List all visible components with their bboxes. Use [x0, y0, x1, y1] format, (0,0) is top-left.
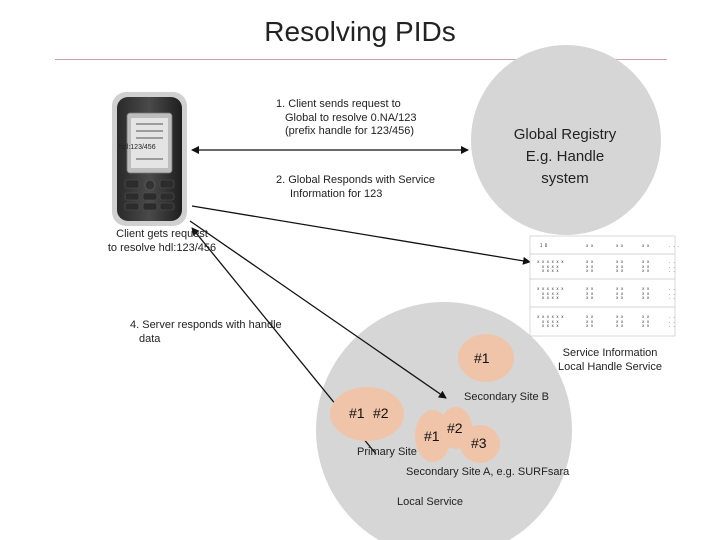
- secondary-a-node-1-label: #1: [424, 428, 440, 444]
- service-info-label: Service Information Local Handle Service: [548, 347, 672, 374]
- table-header-more: . . .: [668, 243, 681, 248]
- primary-site-node: [330, 387, 404, 441]
- handle-table: [529, 235, 676, 337]
- step2-label: 2. Global Responds with Service Informat…: [276, 174, 476, 201]
- service-info-line1: Service Information: [562, 347, 658, 359]
- step3-label: Client gets request to resolve hdl:123/4…: [92, 228, 232, 255]
- step2-line2: Information for 123: [290, 187, 383, 200]
- page-title: Resolving PIDs: [264, 16, 456, 47]
- table-row-2-more: . . . . . .: [668, 286, 676, 301]
- global-registry-line1: Global Registry: [513, 126, 617, 143]
- table-row-2-cell3: x x x x x x: [642, 286, 650, 301]
- phone-screen-label: hdl:123/456: [119, 144, 156, 151]
- step1-label: 1. Client sends request to Global to res…: [276, 98, 466, 139]
- table-header-col3: x x: [642, 243, 650, 248]
- mobile-phone-icon: [112, 92, 187, 226]
- table-row-2-cell1: x x x x x x: [586, 286, 594, 301]
- arrow-client-to-local: [189, 220, 447, 399]
- table-row-1-more: . . . . . .: [668, 259, 676, 274]
- secondary-a-node-3-label: #3: [471, 435, 487, 451]
- service-info-line2: Local Handle Service: [558, 360, 662, 373]
- local-service-label: Local Service: [397, 496, 464, 508]
- step1-line1: 1. Client sends request to: [276, 98, 401, 110]
- secondary-b-label: Secondary Site B: [464, 391, 549, 403]
- secondary-b-node-1: [458, 334, 514, 382]
- table-row-2-cell2: x x x x x x: [616, 286, 624, 301]
- table-header-col1: x x: [586, 243, 594, 248]
- global-registry-line3: system: [541, 170, 589, 187]
- secondary-a-node-2-label: #2: [447, 420, 463, 436]
- secondary-a-label: Secondary Site A, e.g. SURFsara: [406, 466, 570, 478]
- primary-node-2-label: #2: [373, 405, 389, 421]
- table-row-1-cell2: x x x x x x: [616, 259, 624, 274]
- table-row-3-id: x x x x x x x x x x x x x x: [537, 314, 564, 329]
- global-registry-label: Global Registry E.g. Handle system: [490, 124, 640, 190]
- step2-line1: 2. Global Responds with Service: [276, 174, 435, 186]
- step1-line2: Global to resolve 0.NA/123: [285, 111, 417, 124]
- step1-line3: (prefix handle for 123/456): [285, 125, 415, 137]
- table-row-3-cell3: x x x x x x: [642, 314, 650, 329]
- table-row-1-cell3: x x x x x x: [642, 259, 650, 274]
- table-header-col2: x x: [616, 243, 624, 248]
- arrow-client-to-table: [191, 205, 531, 265]
- primary-site-label: Primary Site: [357, 446, 417, 458]
- primary-node-1-label: #1: [349, 405, 365, 421]
- table-row-2-id: x x x x x x x x x x x x x x: [537, 286, 564, 301]
- table-row-3-cell2: x x x x x x: [616, 314, 624, 329]
- table-row-3-more: . . . . . .: [668, 314, 676, 329]
- step3-line1: Client gets request: [116, 228, 208, 240]
- step3-line2: to resolve hdl:123/456: [107, 241, 217, 254]
- table-row-1-id: x x x x x x x x x x x x x x: [537, 259, 564, 274]
- secondary-a-node-3: [460, 425, 500, 463]
- global-registry-line2: E.g. Handle: [525, 148, 605, 165]
- table-header-id: I D: [540, 243, 548, 248]
- table-row-1-cell1: x x x x x x: [586, 259, 594, 274]
- global-registry-circle: [471, 45, 661, 235]
- step4-line2: data: [139, 332, 161, 345]
- table-row-3-cell1: x x x x x x: [586, 314, 594, 329]
- title-divider: [55, 59, 667, 60]
- step4-line1: 4. Server responds with handle: [130, 319, 282, 331]
- step4-label: 4. Server responds with handle data: [130, 319, 310, 346]
- secondary-b-node-label: #1: [474, 350, 490, 366]
